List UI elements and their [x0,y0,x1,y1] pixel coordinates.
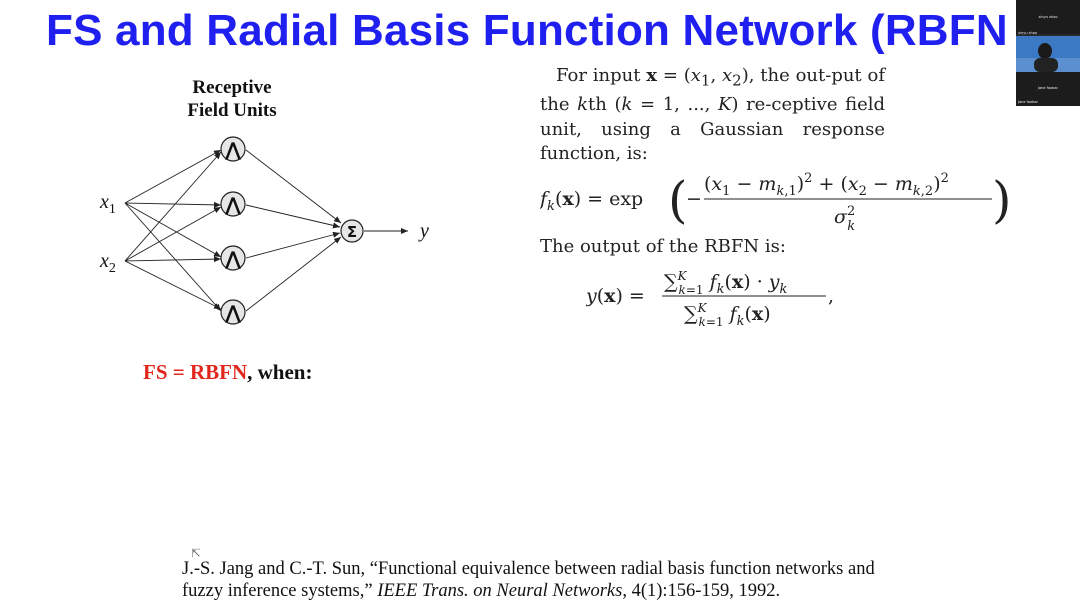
svg-text:⋀: ⋀ [225,302,242,324]
svg-text:(: ( [668,171,688,229]
receptive-field-node-3: ⋀ [220,245,246,271]
description-paragraph: For input x = (x1, x2), the out-put of t… [540,65,886,165]
svg-text:−: − [686,188,702,210]
svg-text:∑Kk=1 fk(x) · yk: ∑Kk=1 fk(x) · yk [664,269,788,297]
heading-line-2: Field Units [187,100,277,121]
hidden-to-sum-edges [245,149,408,312]
participant-avatar-icon [1016,36,1080,72]
svg-text:(x1 − mk,1)2 + (x2 − mk,2)2: (x1 − mk,1)2 + (x2 − mk,2)2 [704,171,949,199]
svg-text:⋀: ⋀ [225,194,242,216]
summation-node: Σ [340,219,364,243]
fs-equals-rbfn-label: FS = RBFN, when: [143,360,312,385]
svg-text:Σ: Σ [347,223,357,241]
description-text: For input x = (x1, x2), the out-put of t… [540,64,885,167]
receptive-field-node-4: ⋀ [220,299,246,325]
participant-tile-top[interactable]: xinyu zhao [1016,0,1080,34]
output-y-label: y [418,220,429,242]
receptive-field-heading: Receptive Field Units [180,76,284,122]
gaussian-response-equation: fk(x) = exp ( − (x1 − mk,1)2 + (x2 − mk,… [540,171,1012,234]
svg-text:): ) [992,171,1012,229]
svg-text:σ2k: σ2k [834,204,855,234]
receptive-field-node-1: ⋀ [220,136,246,162]
heading-line-1: Receptive [192,77,272,98]
input-edges [124,149,222,312]
svg-text:y(x) =: y(x) = [586,285,645,307]
participant-tile-bottom[interactable]: Jane foobar Jane foobar [1016,72,1080,106]
input-x1-label: x1 [99,191,116,217]
participant-name-bottom: Jane foobar [1038,86,1058,90]
svg-text:⋀: ⋀ [225,248,242,270]
slide-title: FS and Radial Basis Function Network (RB… [46,6,1008,55]
reference-citation: J.-S. Jang and C.-T. Sun, “Functional eq… [182,559,875,601]
svg-text:⋀: ⋀ [225,139,242,161]
video-conference-panel[interactable]: xinyu zhao xinyu zhao Jane foobar Jane f… [1016,0,1080,106]
receptive-field-node-2: ⋀ [220,191,246,217]
mouse-cursor-icon: ⇱ [191,546,202,560]
fs-rbfn-red-text: FS = RBFN [143,360,248,384]
fs-when-text: , when: [247,360,313,384]
participant-name-mid: xinyu zhao [1018,31,1038,35]
svg-text:∑Kk=1 fk(x): ∑Kk=1 fk(x) [684,301,771,329]
participant-name-top: xinyu zhao [1038,15,1058,19]
participant-video-tile[interactable] [1016,36,1080,72]
participant-name-bottom-sub: Jane foobar [1018,100,1038,104]
input-x2-label: x2 [99,250,116,276]
svg-text:fk(x) = exp: fk(x) = exp [540,188,643,214]
rbfn-output-caption: The output of the RBFN is: [540,236,786,257]
svg-text:,: , [828,285,834,307]
rbfn-network-diagram: ⋀ ⋀ ⋀ ⋀ Σ x1 x2 y [99,136,429,325]
